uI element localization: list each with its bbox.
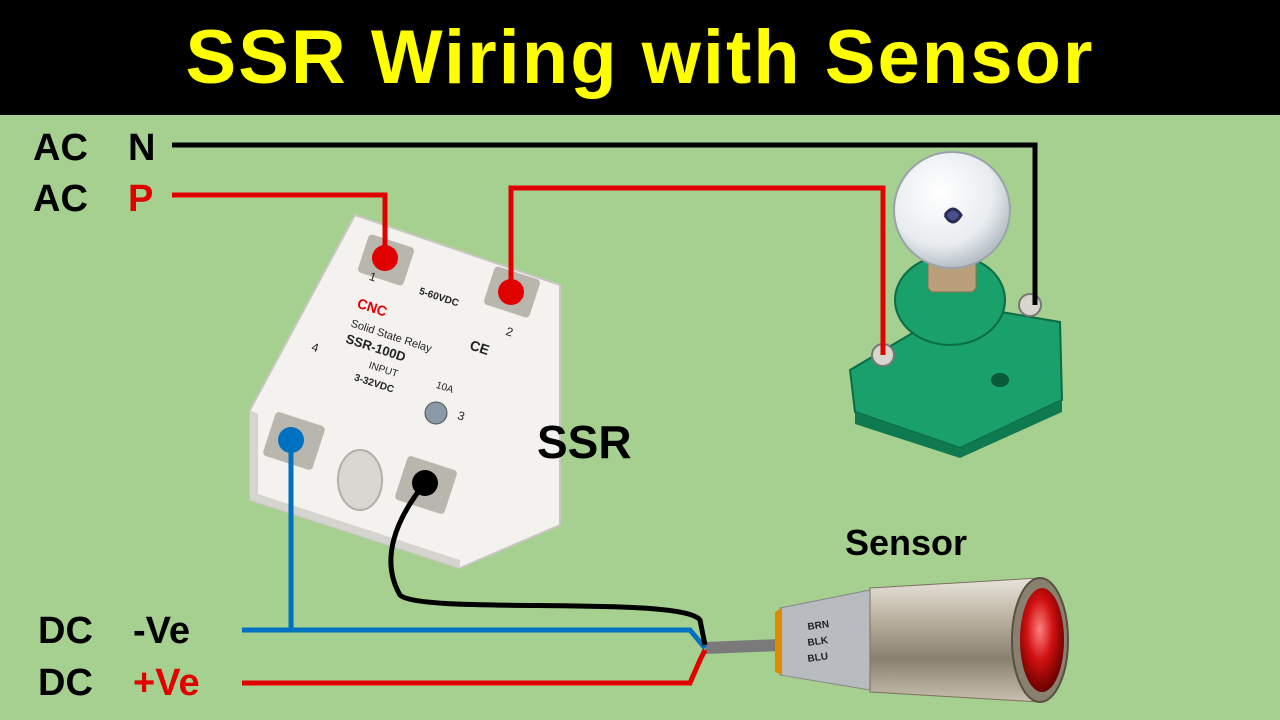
dc-neg-label: -Ve	[133, 610, 190, 652]
ac-n-label: N	[128, 127, 155, 169]
sensor-wire-3: BLU	[807, 651, 829, 665]
diagram-title: SSR Wiring with Sensor	[185, 15, 1095, 100]
ssr-terminal-2-number: 2	[504, 324, 515, 339]
dc-neg-prefix: DC	[38, 610, 93, 652]
proximity-sensor: BRN BLK BLU	[704, 577, 1069, 703]
lamp-base-hole	[991, 373, 1009, 387]
ssr-terminal-4-number: 4	[310, 340, 321, 355]
wire-dc-negative	[242, 627, 707, 650]
sensor-wire-1: BRN	[807, 619, 830, 633]
wire-dc-positive	[242, 648, 708, 686]
ssr-label: SSR	[537, 416, 632, 468]
ssr-indicator-led	[424, 401, 448, 425]
ssr-ce-mark: CE	[468, 337, 491, 358]
sensor-ring	[775, 608, 782, 675]
ssr-mount-hole	[337, 449, 383, 511]
sensor-cable	[704, 639, 781, 654]
dc-pos-prefix: DC	[38, 662, 93, 704]
ssr-current: 10A	[434, 380, 455, 396]
sensor-lens	[1020, 588, 1064, 692]
lamp-holder	[848, 151, 1064, 458]
lamp-terminal-neutral	[1018, 293, 1042, 317]
wire-sensor-output	[388, 481, 708, 646]
wire-ac-neutral	[172, 142, 1038, 305]
lamp-filament	[943, 207, 963, 224]
ssr-terminal-1-number: 1	[367, 269, 378, 284]
title-bar: SSR Wiring with Sensor	[0, 0, 1280, 115]
wire-ac-phase	[172, 192, 388, 258]
ssr-terminal-3-number: 3	[456, 408, 467, 423]
ac-p-label: P	[128, 178, 153, 220]
ac-n-prefix: AC	[33, 127, 88, 169]
sensor-label: Sensor	[845, 522, 967, 563]
ac-p-prefix: AC	[33, 178, 88, 220]
sensor-wire-2: BLK	[807, 635, 830, 649]
lamp-base-edge	[855, 400, 1062, 458]
wire-ssr-to-lamp	[508, 185, 886, 355]
dc-pos-label: +Ve	[133, 662, 200, 704]
